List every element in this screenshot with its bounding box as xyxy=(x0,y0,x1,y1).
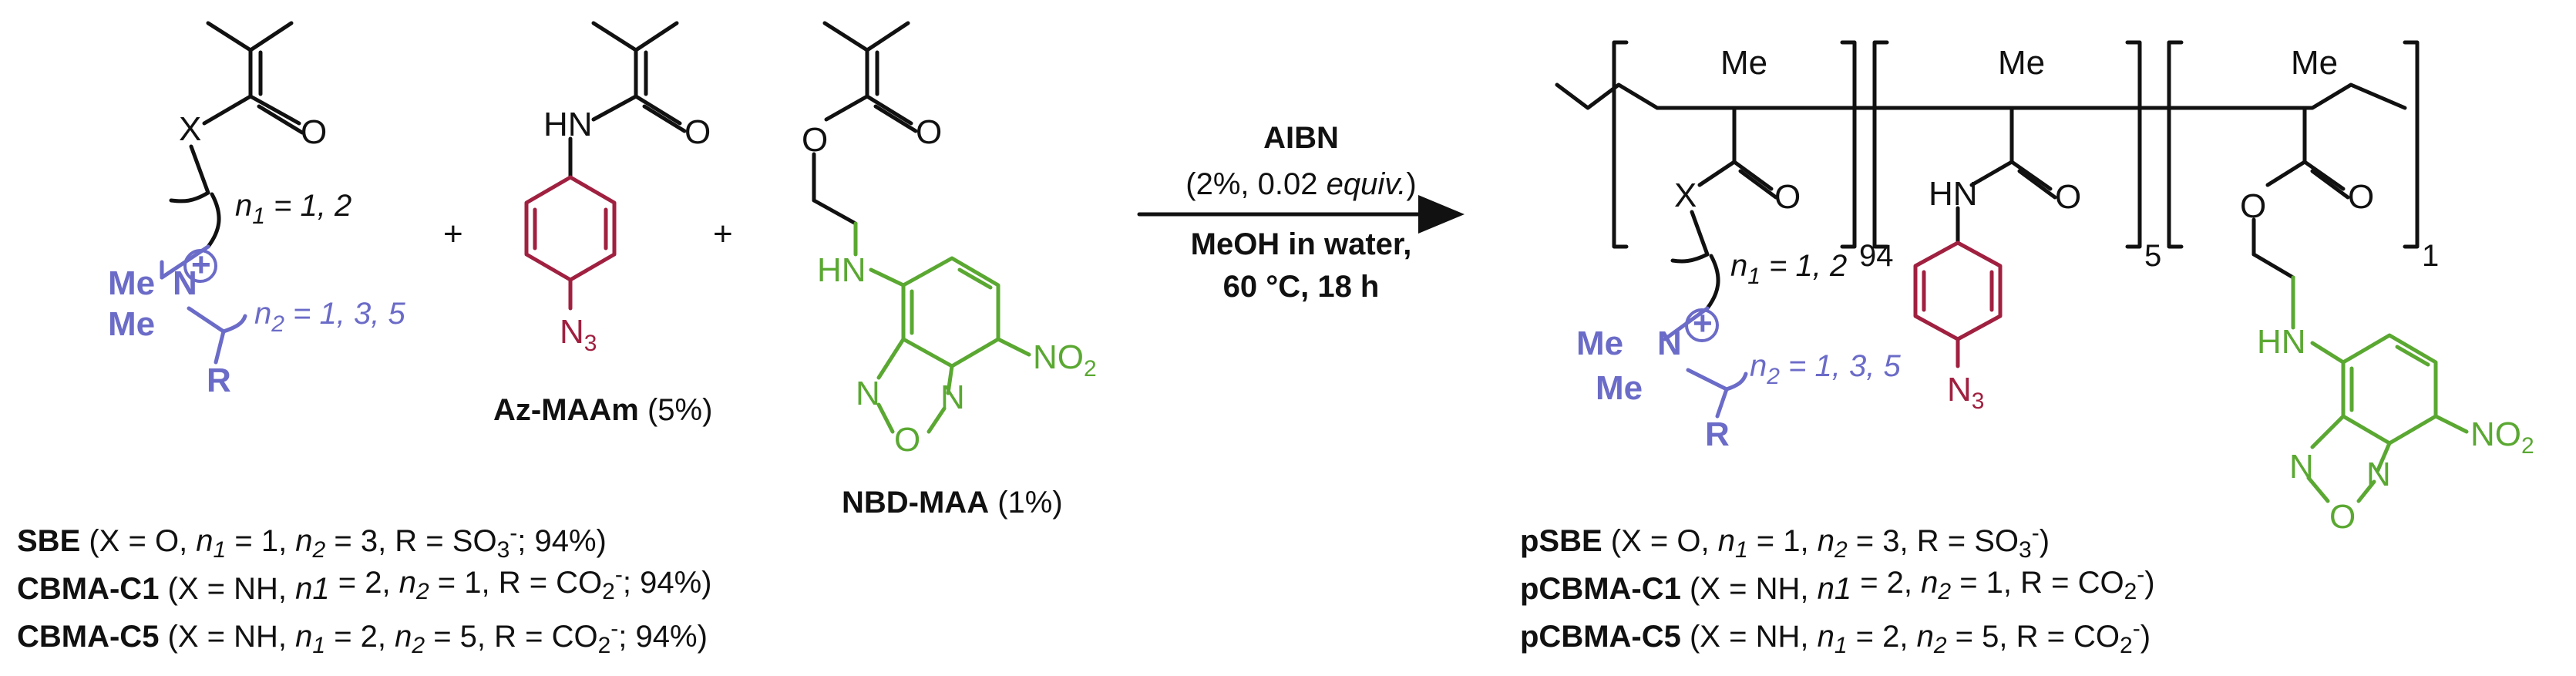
atom-o-ester: O xyxy=(802,121,828,159)
atom-n-plus: N xyxy=(173,264,197,302)
az-maam-label: Az-MAAm (5%) xyxy=(493,393,712,427)
atom-r: R xyxy=(207,362,231,399)
atom-hn-p: HN xyxy=(1929,175,1978,213)
azide-group-p: N3 xyxy=(1947,371,1984,414)
ring-n-left: N xyxy=(856,375,880,412)
conditions-label: 60 °C, 18 h xyxy=(1223,270,1380,304)
monomer-az-maam: HN O N3 Az-MAAm (5%) xyxy=(493,21,712,427)
block-subscript-1: 1 xyxy=(2422,239,2439,273)
list-item-cbma-c1: CBMA-C1 (X = NH, n1 = 2, n2 = 1, R = CO2… xyxy=(17,562,711,606)
charge-plus: + xyxy=(191,246,211,284)
atom-me-1: Me xyxy=(108,264,155,302)
polymer-list: pSBE (X = O, n1 = 1, n2 = 3, R = SO3-) p… xyxy=(1520,520,2155,658)
atom-x-p: X xyxy=(1674,177,1697,214)
atom-me-b2: Me xyxy=(1998,44,2045,82)
block-subscript-94: 94 xyxy=(1859,239,1894,273)
catalyst-label: AIBN xyxy=(1263,121,1339,155)
atom-o-p2: O xyxy=(2055,178,2081,216)
atom-me-p2: Me xyxy=(1596,369,1643,407)
monomer-list: SBE (X = O, n1 = 1, n2 = 3, R = SO3-; 94… xyxy=(17,520,711,658)
list-item-sbe: SBE (X = O, n1 = 1, n2 = 3, R = SO3-; 94… xyxy=(17,520,607,563)
atom-o: O xyxy=(684,113,711,151)
atom-o-ester-p: O xyxy=(2240,187,2266,225)
solvent-label: MeOH in water, xyxy=(1191,227,1412,261)
list-item-pcbma-c1: pCBMA-C1 (X = NH, n1 = 2, n2 = 1, R = CO… xyxy=(1520,562,2155,606)
nitro-group-p: NO2 xyxy=(2470,415,2534,459)
catalyst-amount: (2%, 0.02 equiv.) xyxy=(1185,167,1416,201)
nitro-group: NO2 xyxy=(1033,338,1097,382)
list-item-cbma-c5: CBMA-C5 (X = NH, n1 = 2, n2 = 5, R = CO2… xyxy=(17,616,708,658)
chain-n1-label-p: n1 = 1, 2 xyxy=(1730,249,1847,289)
atom-hn-nbd: HN xyxy=(817,251,866,289)
atom-x: X xyxy=(179,110,201,148)
monomer-nbd-maa: O O HN NO2 N N O NBD-MAA (1%) xyxy=(802,21,1097,520)
atom-n-plus-p: N xyxy=(1657,325,1682,362)
ring-n-right-p: N xyxy=(2366,456,2391,493)
ring-o: O xyxy=(894,421,920,459)
atom-me-b3: Me xyxy=(2291,44,2338,82)
list-item-pcbma-c5: pCBMA-C5 (X = NH, n1 = 2, n2 = 5, R = CO… xyxy=(1520,616,2151,658)
atom-hn: HN xyxy=(543,106,593,143)
atom-o-p1: O xyxy=(1774,178,1801,216)
list-item-psbe: pSBE (X = O, n1 = 1, n2 = 3, R = SO3-) xyxy=(1520,520,2050,563)
chain-n2-label-p: n2 = 1, 3, 5 xyxy=(1750,349,1901,389)
monomer-zwitterion: X O n1 = 1, 2 Me N + Me n2 = 1, 3, 5 R xyxy=(108,21,405,399)
chain-n1-label: n1 = 1, 2 xyxy=(235,189,351,229)
plus-sign-1: + xyxy=(443,215,463,253)
charge-plus-p: + xyxy=(1693,304,1713,342)
atom-hn-nbd-p: HN xyxy=(2257,323,2306,361)
azide-group: N3 xyxy=(560,313,597,356)
atom-me-b1: Me xyxy=(1720,44,1767,82)
nbd-maa-label: NBD-MAA (1%) xyxy=(842,486,1063,520)
ring-o-p: O xyxy=(2329,498,2356,536)
chain-n2-label: n2 = 1, 3, 5 xyxy=(254,297,405,337)
polymer-product: Me Me Me 94 5 1 X O n1 = 1, 2 Me N + Me … xyxy=(1555,40,2534,536)
plus-sign-2: + xyxy=(713,215,733,253)
ring-n-right: N xyxy=(940,378,965,416)
atom-me-p1: Me xyxy=(1576,325,1623,362)
reaction-conditions: AIBN (2%, 0.02 equiv.) MeOH in water, 60… xyxy=(1137,121,1465,304)
atom-o-p3: O xyxy=(2348,178,2374,216)
block-subscript-5: 5 xyxy=(2144,239,2161,273)
atom-r-p: R xyxy=(1705,415,1730,453)
atom-o: O xyxy=(301,113,327,151)
atom-me-2: Me xyxy=(108,305,155,343)
ring-n-left-p: N xyxy=(2289,448,2314,486)
atom-o: O xyxy=(916,113,942,151)
